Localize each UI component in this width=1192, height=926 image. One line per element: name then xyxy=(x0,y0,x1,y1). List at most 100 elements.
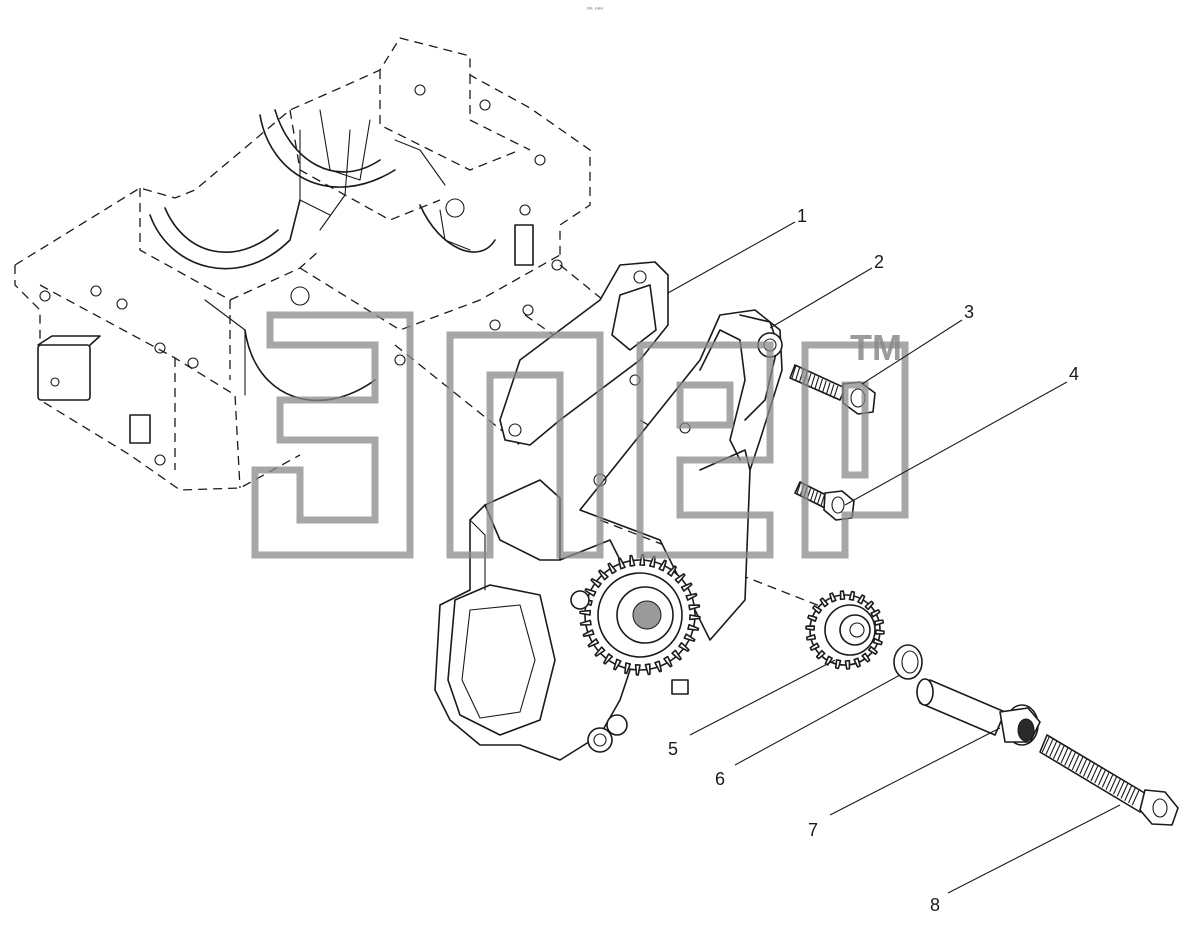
callout-6: 6 xyxy=(715,769,725,789)
gear-tooth xyxy=(857,594,866,605)
bolt-thread xyxy=(829,384,835,397)
gear-tooth xyxy=(689,614,701,621)
gear-tooth xyxy=(872,637,883,646)
bolt-thread xyxy=(796,482,801,494)
block-side-boss xyxy=(37,344,91,401)
gear-tooth xyxy=(874,629,885,635)
callout-8: 8 xyxy=(930,895,940,915)
gear-tooth xyxy=(654,660,663,673)
gear-tooth xyxy=(663,655,673,668)
callout-labels: 1 2 3 4 5 6 7 8 xyxy=(668,206,1079,915)
bolt-thread xyxy=(1086,763,1095,779)
gear-tooth xyxy=(579,609,591,616)
bolt-thread xyxy=(1053,743,1061,759)
bolt-thread xyxy=(817,493,822,504)
gear-tooth xyxy=(834,659,842,670)
bolt-thread xyxy=(791,366,797,379)
bolt-thread xyxy=(810,375,816,388)
bolt-thread xyxy=(1060,747,1069,764)
gear-tooth xyxy=(658,559,667,572)
gear-tooth xyxy=(829,592,837,603)
bolt-thread xyxy=(1128,787,1136,804)
gear-tooth xyxy=(587,638,600,648)
gear-tooth xyxy=(617,557,626,570)
gear-tooth xyxy=(867,645,878,656)
bolt-thread xyxy=(1109,776,1118,793)
callout-5: 5 xyxy=(668,739,678,759)
gear-tooth xyxy=(594,646,606,657)
bolt-thread xyxy=(1079,758,1088,775)
gear-tooth xyxy=(805,625,816,631)
gear-tooth xyxy=(819,597,829,608)
bolt-thread xyxy=(1120,782,1129,799)
gear-tooth xyxy=(809,642,820,651)
bolt-thread xyxy=(1105,774,1114,790)
bolt-thread xyxy=(814,376,820,390)
bolt-thread xyxy=(821,380,827,394)
bolt-thread xyxy=(1090,765,1099,782)
gear-tooth xyxy=(624,662,632,675)
gear-tooth xyxy=(598,569,609,581)
bolt-thread xyxy=(1131,789,1140,806)
oil-pump-housing xyxy=(434,479,701,761)
header-mark: ⁰ⁿ ⁿⁿⁿ xyxy=(587,6,603,14)
gear-tooth xyxy=(683,633,696,642)
gear-tooth xyxy=(579,619,592,626)
block-mount-tab xyxy=(129,414,151,444)
callout-7: 7 xyxy=(808,820,818,840)
gear-tooth xyxy=(590,578,602,589)
watermark-logo: TM xyxy=(251,311,909,559)
gear-tooth xyxy=(603,653,614,665)
gear-tooth xyxy=(613,658,622,671)
gear-tooth xyxy=(815,649,826,660)
gear-tooth xyxy=(805,634,817,641)
gear-tooth xyxy=(861,652,871,663)
callout-4: 4 xyxy=(1069,364,1079,384)
gasket xyxy=(499,261,669,446)
bolt-thread xyxy=(1041,736,1050,753)
watermark-trademark: TM xyxy=(850,327,902,368)
gear-tooth xyxy=(873,619,885,626)
gear-tooth xyxy=(680,582,693,592)
gear-tooth xyxy=(674,573,686,584)
gear-tooth xyxy=(688,604,701,611)
bolt-thread xyxy=(1071,754,1080,770)
bolt-thread xyxy=(1064,749,1073,766)
bolt-thread xyxy=(1113,778,1121,795)
bolt-thread xyxy=(1101,771,1110,788)
gear-tooth xyxy=(844,659,851,670)
bolt-thread xyxy=(818,378,823,392)
bolt-thread xyxy=(1075,756,1084,773)
callout-leaders xyxy=(667,221,1121,894)
gear-tooth xyxy=(629,554,636,567)
bolt-thread xyxy=(1124,785,1133,801)
gear-tooth xyxy=(666,565,677,577)
gear-tooth xyxy=(812,604,823,615)
engine-block xyxy=(14,37,591,491)
gear-tooth xyxy=(864,600,875,611)
callout-1: 1 xyxy=(797,206,807,226)
bolt-thread xyxy=(810,489,815,501)
bolt-thread xyxy=(1098,769,1106,786)
bolt-thread xyxy=(1094,767,1103,784)
gear-tooth xyxy=(584,588,597,597)
bolt-thread xyxy=(813,491,818,503)
bolt-thread xyxy=(795,367,800,381)
bolt-thread xyxy=(1049,740,1058,757)
gear-tooth xyxy=(634,664,641,676)
gear-tooth xyxy=(839,590,846,601)
thrust-washer xyxy=(893,644,923,680)
bolt-thread xyxy=(1068,752,1076,768)
bolt-thread xyxy=(825,382,831,396)
gear-tooth xyxy=(687,623,700,631)
gear-tooth xyxy=(678,641,690,652)
callout-3: 3 xyxy=(964,302,974,322)
gear-tooth xyxy=(807,614,818,623)
gear-tooth xyxy=(582,629,595,638)
bolt-long xyxy=(1039,734,1179,826)
idler-shaft xyxy=(916,678,1041,746)
gear-tooth xyxy=(671,649,682,661)
gear-tooth xyxy=(685,592,698,601)
gear-tooth xyxy=(870,609,881,618)
